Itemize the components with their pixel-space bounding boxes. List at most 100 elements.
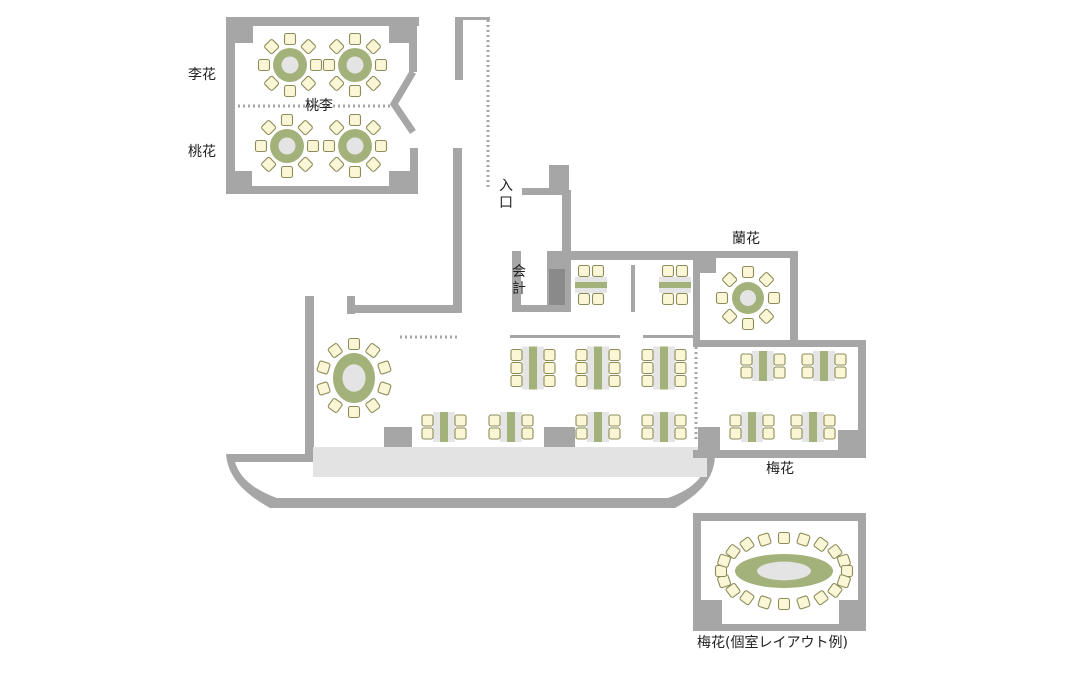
table-center: [346, 137, 364, 155]
chair: [280, 165, 294, 179]
chair: [543, 361, 556, 375]
chair: [322, 139, 336, 153]
chair: [813, 590, 829, 606]
wall-segment: [409, 26, 417, 72]
chair: [757, 595, 772, 610]
chair: [740, 366, 753, 379]
chair: [641, 348, 654, 362]
table-runner: [809, 412, 817, 442]
chair: [836, 574, 851, 589]
wall-segment: [512, 305, 569, 312]
chair: [297, 120, 313, 136]
chair: [739, 590, 755, 606]
chair: [347, 337, 361, 351]
wall-segment: [459, 17, 490, 20]
table-runner: [748, 412, 756, 442]
room-label-baika-private: 梅花(個室レイアウト例): [697, 635, 848, 651]
chair: [674, 427, 687, 440]
chair: [757, 532, 772, 547]
pillar: [698, 427, 720, 450]
chair: [575, 374, 588, 388]
chair: [510, 348, 523, 362]
chair: [823, 414, 836, 427]
chair: [575, 427, 588, 440]
chair: [675, 264, 689, 278]
chair: [488, 427, 501, 440]
chair: [488, 414, 501, 427]
square-table-set: [641, 346, 687, 390]
chair: [661, 264, 675, 278]
wall-segment: [693, 251, 700, 341]
chair: [758, 272, 774, 288]
chair: [365, 120, 381, 136]
chair: [729, 427, 742, 440]
round-table-set: [322, 113, 388, 179]
chair: [421, 414, 434, 427]
chair: [827, 544, 843, 560]
wall-segment: [226, 17, 235, 194]
chair: [717, 553, 732, 568]
chair: [543, 348, 556, 362]
chair: [796, 532, 811, 547]
square-table-set: [790, 412, 836, 442]
chair: [280, 113, 294, 127]
chair: [813, 536, 829, 552]
chair: [674, 348, 687, 362]
room-label-tori: 桃李: [305, 98, 333, 114]
chair: [316, 381, 331, 396]
wall-segment: [631, 265, 635, 312]
chair: [329, 75, 345, 91]
chair: [762, 427, 775, 440]
chair: [575, 361, 588, 375]
chair: [741, 265, 755, 279]
chair: [264, 75, 280, 91]
wall-segment: [693, 513, 866, 521]
wall-segment: [389, 70, 417, 134]
chair: [608, 374, 621, 388]
chair: [510, 361, 523, 375]
chair: [608, 361, 621, 375]
chair: [348, 84, 362, 98]
table-runner: [759, 351, 767, 381]
chair: [261, 156, 277, 172]
entrance-label: 入口: [499, 178, 513, 211]
chair: [309, 58, 323, 72]
wall-segment: [512, 251, 521, 312]
chair: [591, 292, 605, 306]
chair: [823, 427, 836, 440]
chair: [327, 398, 343, 413]
chair: [740, 353, 753, 366]
chair: [454, 427, 467, 440]
chair: [365, 156, 381, 172]
pillar: [839, 600, 858, 624]
chair: [773, 353, 786, 366]
wall-segment: [693, 624, 866, 631]
square-table-set: [740, 351, 786, 381]
table-center: [757, 561, 811, 581]
room-label-ranka: 蘭花: [732, 231, 760, 247]
chair: [777, 531, 791, 545]
chair: [327, 343, 343, 358]
wall-segment: [347, 305, 462, 313]
square-table-set: [575, 346, 621, 390]
chair: [454, 414, 467, 427]
chair: [641, 427, 654, 440]
chair: [722, 308, 738, 324]
table-runner: [440, 412, 448, 442]
chair: [300, 75, 316, 91]
chair: [739, 536, 755, 552]
chair: [365, 75, 381, 91]
square-table-set: [801, 351, 847, 381]
chair: [257, 58, 271, 72]
square-table-set: [488, 412, 534, 442]
chair: [715, 291, 729, 305]
room-label-rika: 李花: [188, 67, 216, 83]
chair: [365, 39, 381, 55]
table-center: [342, 364, 366, 392]
wall-segment: [226, 186, 418, 194]
chair: [521, 414, 534, 427]
table-runner: [575, 282, 607, 288]
chair: [577, 292, 591, 306]
wall-segment: [305, 296, 314, 456]
chair: [322, 58, 336, 72]
